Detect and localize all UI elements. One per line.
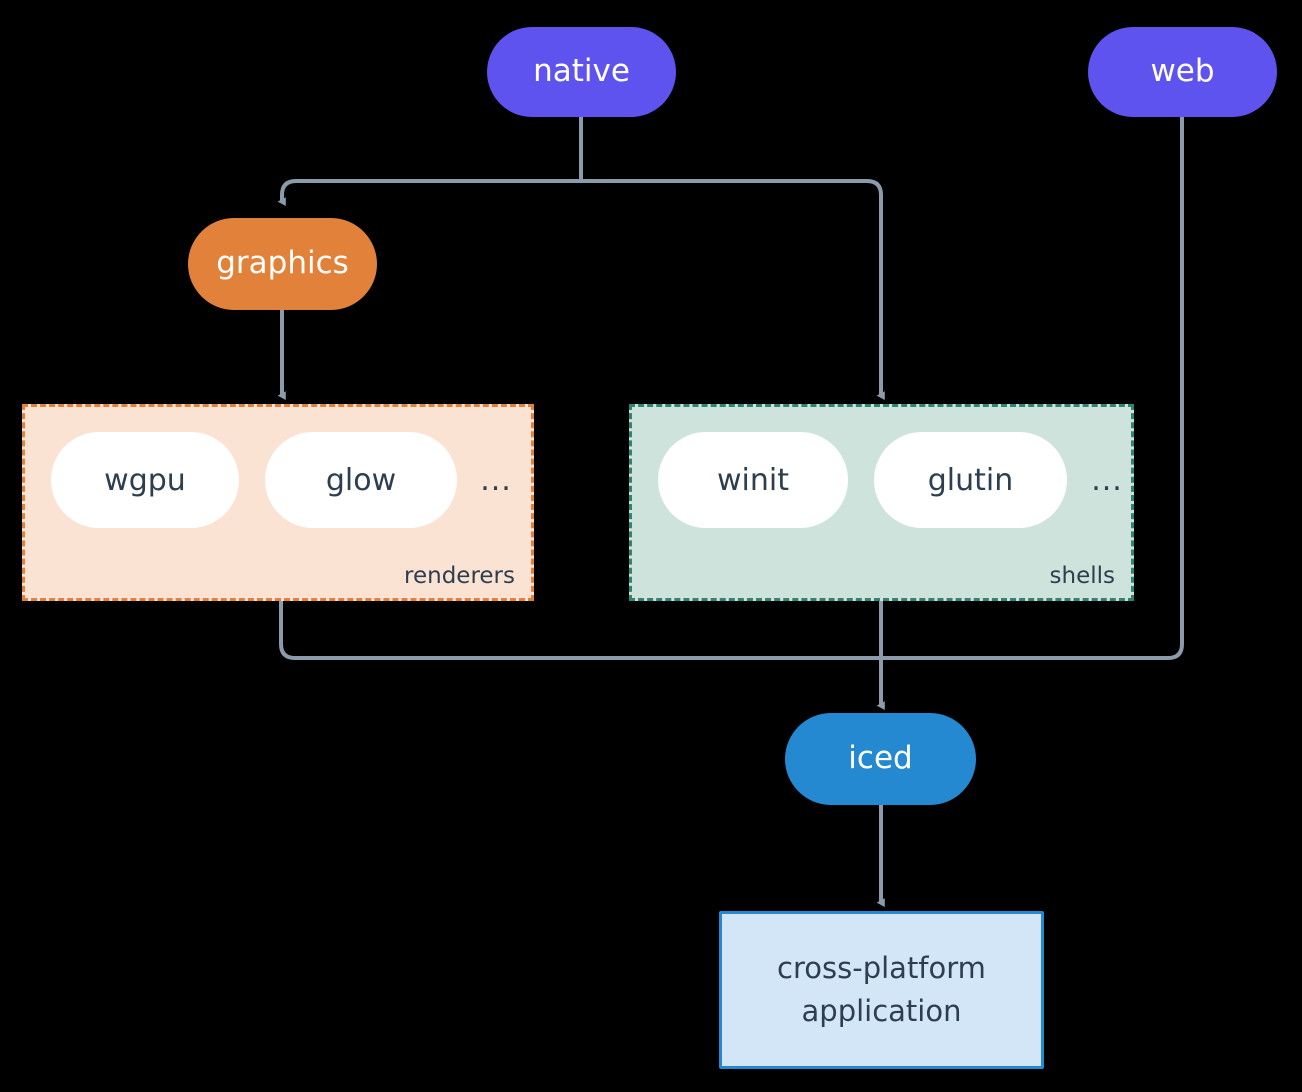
chip-wgpu-label: wgpu <box>104 462 186 498</box>
chip-glow-label: glow <box>325 462 397 498</box>
node-graphics-label: graphics <box>216 245 349 282</box>
group-renderers-label: renderers <box>404 563 515 589</box>
group-shells-label: shells <box>1049 563 1115 589</box>
chip-glutin[interactable]: glutin <box>874 432 1067 528</box>
edge-native-shells <box>581 179 885 400</box>
application-label-line1: cross-platform <box>777 950 986 985</box>
node-iced[interactable]: iced <box>785 713 976 805</box>
edge-renderers-iced <box>279 601 881 660</box>
group-renderers: wgpu glow ... renderers <box>22 404 534 601</box>
node-cross-platform-application[interactable]: cross-platform application <box>719 911 1044 1069</box>
group-shells: winit glutin ... shells <box>629 404 1134 601</box>
node-web-label: web <box>1150 53 1215 90</box>
application-label-line2: application <box>801 994 962 1028</box>
node-graphics[interactable]: graphics <box>188 218 377 310</box>
shells-overflow-ellipsis: ... <box>1091 462 1123 498</box>
node-native[interactable]: native <box>487 27 676 117</box>
node-iced-label: iced <box>848 740 913 777</box>
chip-winit[interactable]: winit <box>658 432 848 528</box>
chip-glow[interactable]: glow <box>265 432 457 528</box>
chip-wgpu[interactable]: wgpu <box>51 432 239 528</box>
edge-native-graphics <box>277 179 581 206</box>
node-web[interactable]: web <box>1088 27 1277 117</box>
node-native-label: native <box>533 53 630 90</box>
chip-glutin-label: glutin <box>927 462 1014 498</box>
renderers-overflow-ellipsis: ... <box>480 462 512 498</box>
chip-winit-label: winit <box>717 462 789 498</box>
